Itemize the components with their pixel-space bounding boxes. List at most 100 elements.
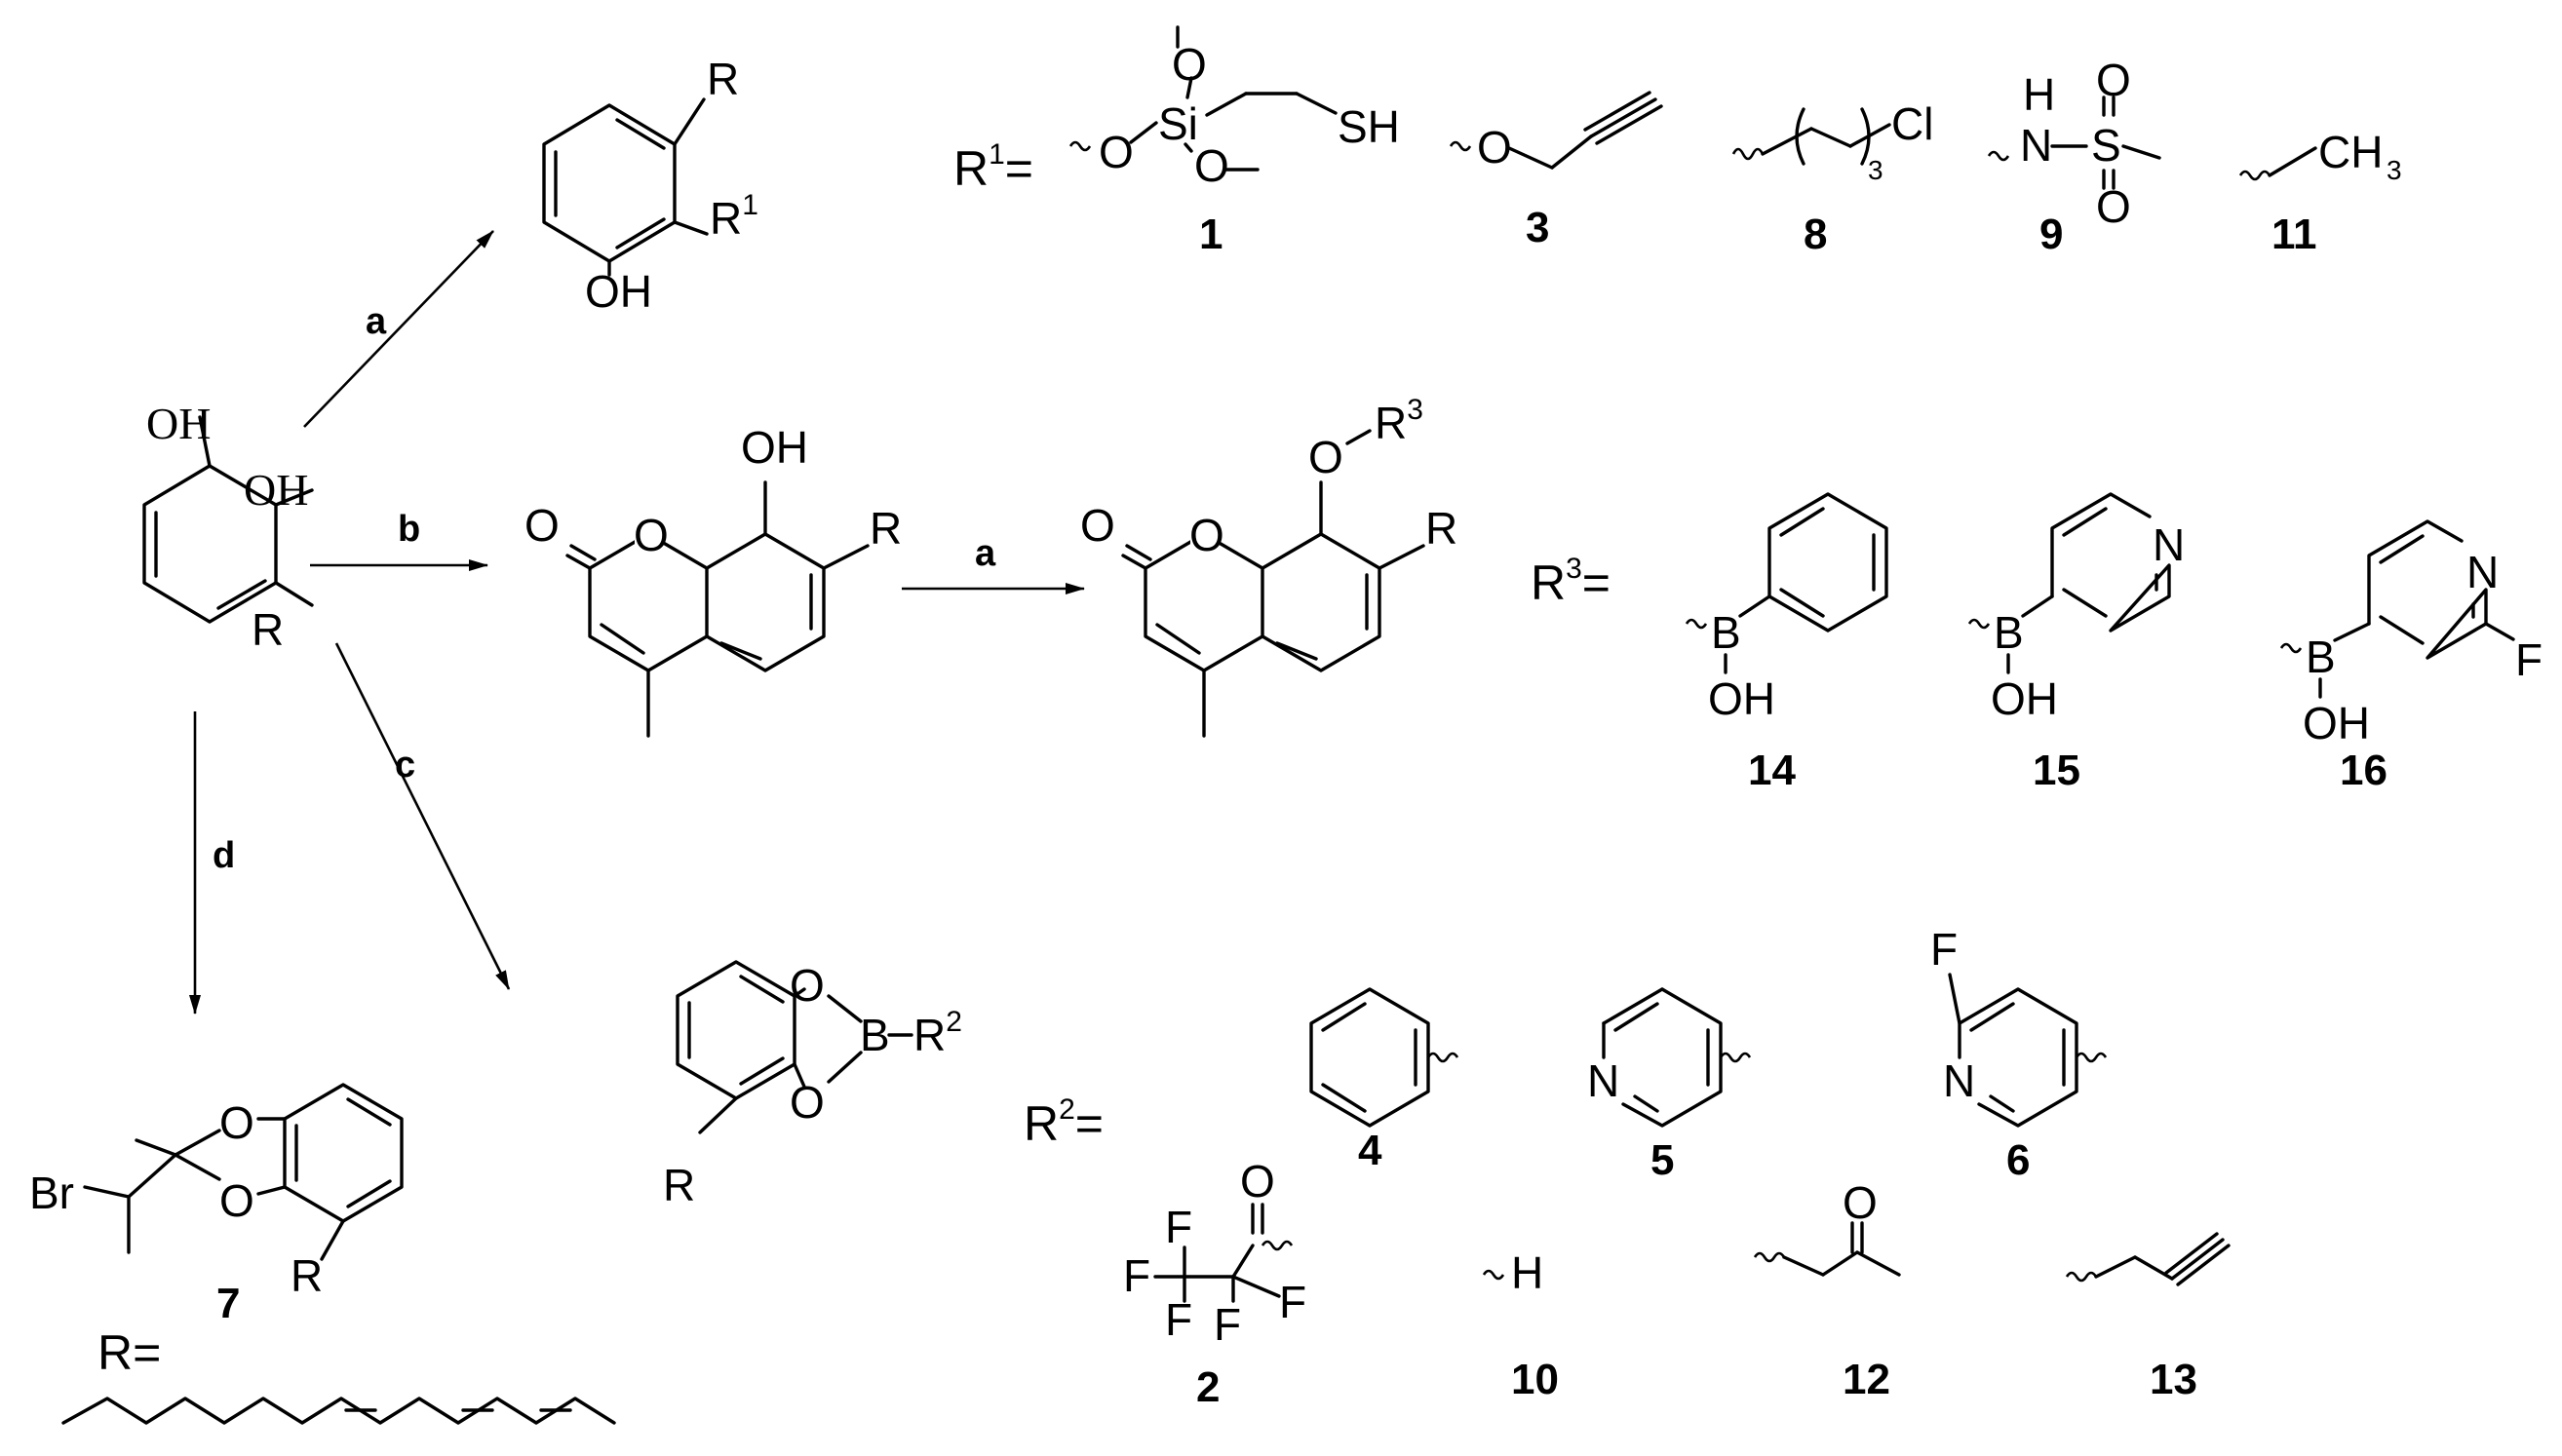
svg-text:F: F bbox=[1123, 1250, 1150, 1301]
coumarin-8-or3: O O O R3 R bbox=[1080, 394, 1457, 738]
r1-group-3: O 3 bbox=[1449, 91, 1663, 251]
r3-group-16: B OH N F 16 bbox=[2279, 519, 2543, 794]
r-label: R bbox=[252, 604, 284, 655]
r1-group-8: 3 Cl 8 bbox=[1731, 98, 1933, 258]
step-label-c: c bbox=[395, 745, 415, 785]
svg-text:F: F bbox=[1214, 1299, 1241, 1350]
svg-text:B: B bbox=[1994, 607, 2024, 658]
svg-text:3: 3 bbox=[1868, 155, 1883, 185]
svg-text:H: H bbox=[2023, 69, 2055, 120]
r2-group-10: H 10 bbox=[1482, 1247, 1559, 1403]
r-equals-label: R= bbox=[97, 1325, 161, 1380]
r3-group-14: B OH 14 bbox=[1685, 492, 1888, 794]
compound-label-11: 11 bbox=[2271, 211, 2317, 258]
svg-text:O: O bbox=[219, 1175, 254, 1226]
compound-label-10: 10 bbox=[1511, 1356, 1559, 1403]
svg-text:O: O bbox=[790, 1077, 825, 1128]
svg-text:B: B bbox=[860, 1010, 890, 1060]
compound-label-7: 7 bbox=[216, 1280, 240, 1327]
svg-text:O: O bbox=[1194, 140, 1229, 191]
svg-text:Br: Br bbox=[29, 1168, 74, 1218]
compound-7-dioxole: O O Br R 7 bbox=[29, 1083, 404, 1327]
r2-label: R2 bbox=[913, 1006, 962, 1060]
compound-label-1: 1 bbox=[1199, 211, 1223, 258]
compound-label-2: 2 bbox=[1196, 1363, 1220, 1411]
oh-label: OH bbox=[585, 266, 652, 317]
svg-text:Si: Si bbox=[1158, 98, 1198, 149]
step-label-b: b bbox=[398, 509, 420, 550]
svg-text:O: O bbox=[1477, 122, 1512, 172]
arrows: a b a c d bbox=[189, 230, 1085, 1015]
r2-group-6: F N 6 bbox=[1930, 924, 2108, 1184]
svg-text:O: O bbox=[634, 510, 669, 560]
compound-label-13: 13 bbox=[2150, 1356, 2197, 1403]
compound-label-6: 6 bbox=[2006, 1136, 2030, 1184]
svg-text:OH: OH bbox=[1991, 673, 2058, 724]
svg-text:F: F bbox=[1930, 924, 1958, 975]
svg-text:R: R bbox=[870, 503, 902, 554]
svg-text:R: R bbox=[663, 1160, 695, 1210]
r1-group-1: O Si O O SH 1 bbox=[1068, 25, 1400, 258]
r2-group-4: 4 bbox=[1309, 987, 1459, 1174]
arrow-a-top bbox=[303, 230, 494, 428]
svg-text:3: 3 bbox=[2387, 155, 2402, 185]
oh-label: OH bbox=[146, 399, 211, 448]
svg-text:F: F bbox=[1165, 1294, 1192, 1345]
svg-text:R: R bbox=[1425, 503, 1457, 554]
svg-text:OH: OH bbox=[1708, 673, 1775, 724]
compound-label-16: 16 bbox=[2340, 747, 2387, 794]
r2-group-12: O 12 bbox=[1753, 1177, 1901, 1403]
svg-text:O: O bbox=[524, 500, 560, 551]
svg-text:O: O bbox=[2096, 55, 2131, 105]
svg-text:S: S bbox=[2091, 120, 2121, 171]
step-label-d: d bbox=[213, 835, 235, 876]
r1-equals-label: R1= bbox=[953, 138, 1033, 196]
svg-text:F: F bbox=[2515, 634, 2543, 685]
r1-group-9: H N S O O 9 bbox=[1987, 55, 2161, 258]
r-side-chain-definition: R= bbox=[61, 1325, 616, 1425]
svg-text:O: O bbox=[1308, 432, 1343, 482]
svg-text:F: F bbox=[1165, 1202, 1192, 1252]
product-phenol-r1: R R1 OH bbox=[542, 54, 758, 317]
compound-label-8: 8 bbox=[1804, 211, 1827, 258]
svg-text:N: N bbox=[1587, 1055, 1619, 1106]
r2-group-5: N 5 bbox=[1587, 987, 1752, 1184]
svg-text:N: N bbox=[1943, 1055, 1975, 1106]
benzodioxaborole-product: O O B R2 R bbox=[663, 960, 962, 1210]
svg-text:O: O bbox=[1080, 500, 1115, 551]
r3-label: R3 bbox=[1375, 394, 1423, 448]
svg-text:O: O bbox=[1843, 1177, 1878, 1228]
r2-group-2: O F F F F F 2 bbox=[1123, 1156, 1306, 1411]
starting-catechol: OH OH R bbox=[142, 399, 314, 655]
svg-text:O: O bbox=[790, 960, 825, 1011]
svg-text:N: N bbox=[2020, 120, 2052, 171]
compound-label-14: 14 bbox=[1748, 747, 1796, 794]
svg-text:Cl: Cl bbox=[1891, 98, 1933, 149]
svg-text:SH: SH bbox=[1338, 101, 1400, 152]
compound-label-3: 3 bbox=[1526, 204, 1549, 251]
r3-equals-label: R3= bbox=[1531, 553, 1611, 610]
compound-label-5: 5 bbox=[1650, 1136, 1674, 1184]
r1-definitions: R1= O Si O O SH 1 O bbox=[953, 25, 2402, 258]
svg-text:F: F bbox=[1279, 1277, 1306, 1327]
r2-group-13: 13 bbox=[2065, 1232, 2231, 1403]
r3-group-15: B OH N 15 bbox=[1967, 492, 2185, 794]
svg-text:OH: OH bbox=[2303, 698, 2370, 748]
r1-group-11: CH 3 11 bbox=[2238, 127, 2402, 258]
arrow-c bbox=[334, 642, 511, 990]
r2-equals-label: R2= bbox=[1024, 1093, 1104, 1151]
svg-text:CH: CH bbox=[2318, 127, 2383, 177]
step-label-a: a bbox=[366, 301, 387, 342]
svg-text:R: R bbox=[291, 1250, 323, 1301]
svg-text:O: O bbox=[2096, 181, 2131, 232]
compound-label-9: 9 bbox=[2039, 211, 2063, 258]
compound-label-4: 4 bbox=[1358, 1127, 1382, 1174]
coumarin-8-hydroxy: O O OH R bbox=[524, 422, 902, 738]
svg-text:O: O bbox=[1099, 127, 1134, 177]
svg-text:N: N bbox=[2153, 519, 2185, 570]
r1-label: R1 bbox=[710, 189, 758, 244]
step-label-a: a bbox=[975, 533, 996, 574]
svg-text:N: N bbox=[2466, 547, 2499, 597]
r-label: R bbox=[707, 54, 739, 104]
